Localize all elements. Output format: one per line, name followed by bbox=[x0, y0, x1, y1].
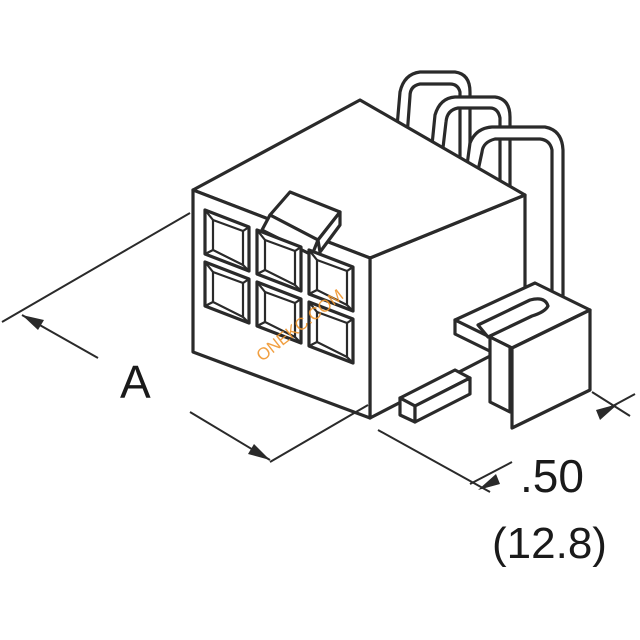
dim-pitch-arrow-2 bbox=[596, 404, 618, 420]
clip-slot bbox=[476, 297, 550, 339]
dim-pitch-line-1 bbox=[469, 461, 513, 485]
dimension-a: A bbox=[1, 212, 369, 463]
cavity-5-bevel-3 bbox=[293, 335, 303, 345]
mounting-peg bbox=[398, 368, 472, 424]
hold-down-clip bbox=[453, 281, 592, 430]
cavity-3-bevel-2 bbox=[345, 265, 355, 273]
cavity-6-bevel-1 bbox=[307, 300, 319, 314]
cavity-3-bevel-4 bbox=[307, 288, 319, 296]
cavity-5-bevel-2 bbox=[293, 297, 303, 305]
dim-pitch-mm: (12.8) bbox=[492, 519, 607, 568]
cavity-6-bevel-3 bbox=[345, 355, 355, 365]
cavity-4-bevel-4 bbox=[203, 300, 215, 308]
cavity-1-bevel-4 bbox=[203, 248, 215, 256]
cavity-4-bevel-2 bbox=[241, 277, 251, 285]
cavity-2-bevel-3 bbox=[293, 283, 303, 293]
clip-right bbox=[510, 308, 592, 430]
dim-a-ext-bottom bbox=[269, 404, 369, 463]
cavity-2-bevel-4 bbox=[255, 268, 267, 276]
dimension-pitch: .50 (12.8) bbox=[377, 391, 636, 568]
dim-a-arrow-1 bbox=[22, 315, 44, 330]
cavity-3-bevel-1 bbox=[307, 248, 319, 262]
dim-pitch-ext-left bbox=[377, 429, 491, 493]
dim-a-label: A bbox=[120, 356, 151, 408]
cavity-1-bevel-1 bbox=[203, 208, 215, 222]
latch-side bbox=[316, 210, 342, 254]
peg-side bbox=[413, 376, 472, 424]
cavity-6-bevel-2 bbox=[345, 317, 355, 325]
cavity-2-bevel-2 bbox=[293, 245, 303, 253]
cavity-5-bevel-4 bbox=[255, 320, 267, 328]
latch bbox=[260, 190, 342, 257]
cavity-2-bevel-1 bbox=[255, 228, 267, 242]
cavity-5-bevel-1 bbox=[255, 280, 267, 294]
cavity-1-bevel-3 bbox=[241, 263, 251, 273]
clip-leg bbox=[488, 335, 512, 414]
cavity-3-bevel-3 bbox=[345, 303, 355, 313]
cavity-grid bbox=[203, 208, 355, 365]
dim-pitch-arrow-1 bbox=[478, 474, 500, 490]
cavity-4-bevel-3 bbox=[241, 315, 251, 325]
dim-pitch-ext-right bbox=[591, 391, 631, 417]
dim-pitch-inch: .50 bbox=[520, 450, 584, 502]
dim-a-ext-top bbox=[1, 212, 191, 323]
dim-a-arrow-2 bbox=[248, 444, 270, 460]
cavity-6-bevel-4 bbox=[307, 340, 319, 348]
cavity-4-bevel-1 bbox=[203, 260, 215, 274]
cavity-1-bevel-2 bbox=[241, 225, 251, 233]
